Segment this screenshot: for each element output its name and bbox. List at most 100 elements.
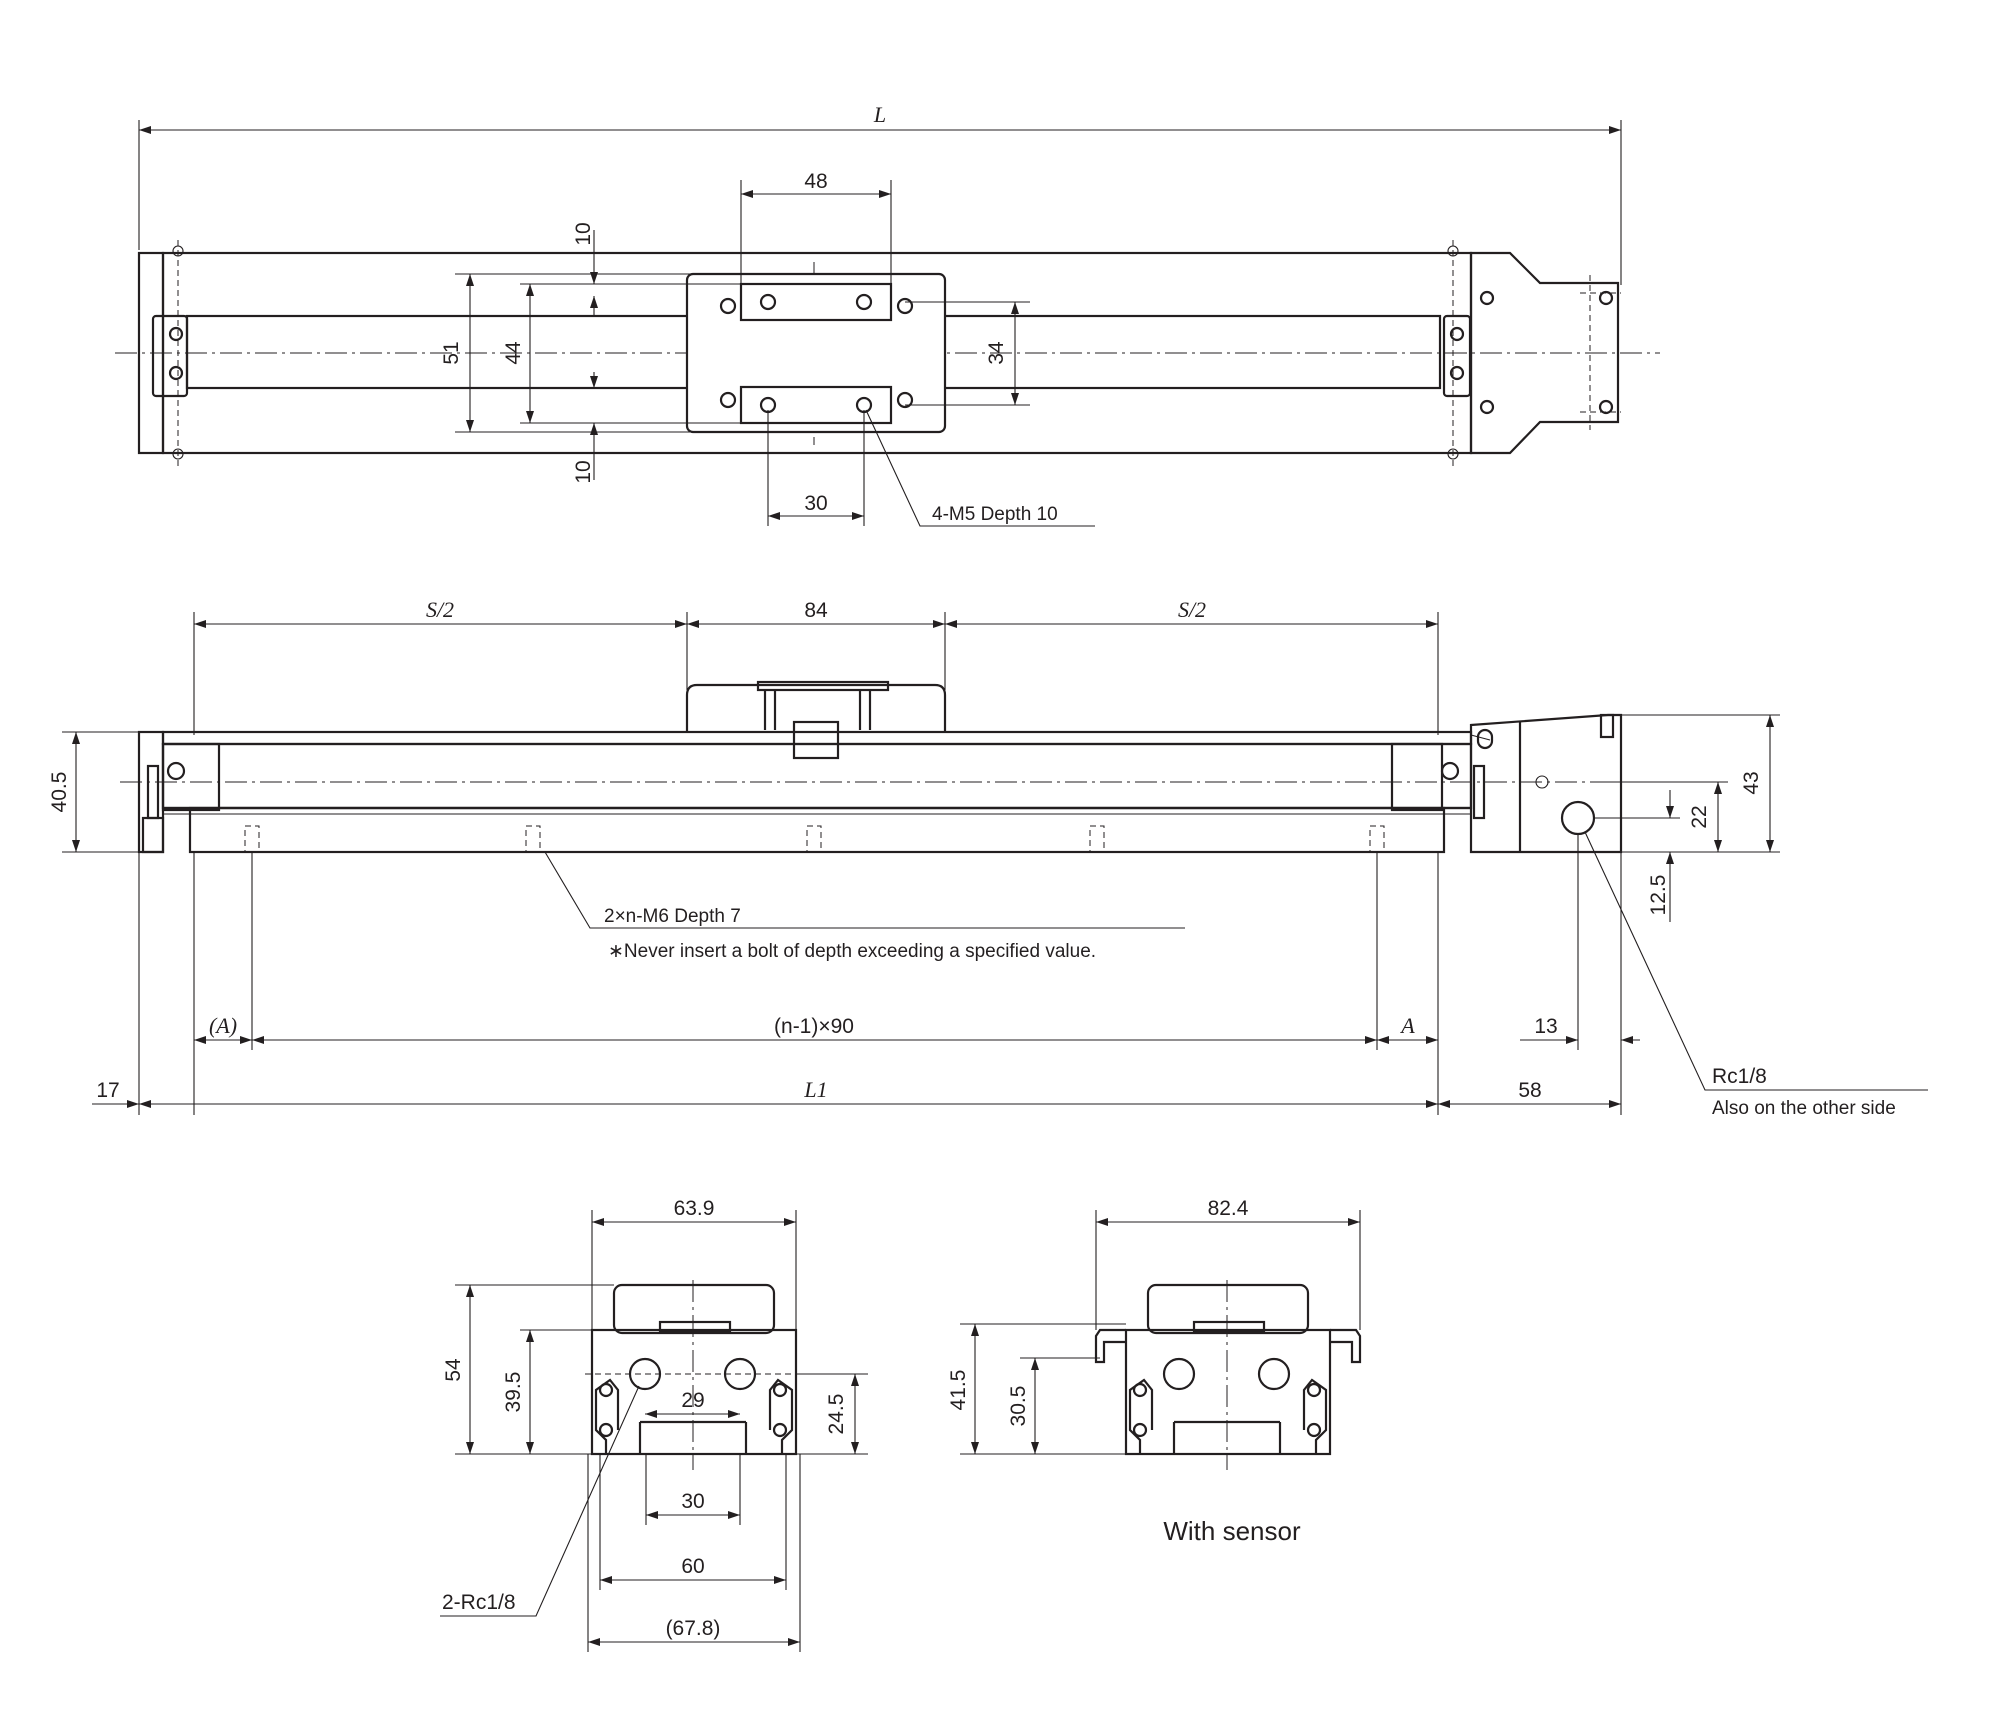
dim-inner-width: 44 bbox=[502, 341, 525, 365]
screw-head bbox=[598, 1422, 614, 1438]
mount-holes bbox=[244, 825, 1385, 853]
dim-end-total-height: 54 bbox=[442, 1358, 465, 1382]
screw-head bbox=[896, 391, 914, 409]
screw-head bbox=[1479, 399, 1495, 415]
top-plate bbox=[658, 1320, 732, 1334]
end-view: 63.9 54 39.5 29 24.5 30 60 (67.8) 2 bbox=[440, 1197, 868, 1652]
screw-head bbox=[772, 1382, 788, 1398]
dim-end-margin-right: A bbox=[1399, 1013, 1415, 1038]
table-end bbox=[1146, 1283, 1310, 1335]
side-bracket bbox=[1472, 764, 1486, 820]
dim-rail-width: 51 bbox=[440, 341, 463, 364]
screw-head bbox=[1598, 290, 1614, 306]
screw-head bbox=[1598, 399, 1614, 415]
dim-sensor-mount-height: 30.5 bbox=[1007, 1386, 1030, 1427]
slide-table-top bbox=[685, 272, 947, 434]
screw-head bbox=[896, 297, 914, 315]
mount-hole bbox=[244, 825, 260, 853]
screw-head bbox=[168, 365, 184, 381]
body-end bbox=[1124, 1328, 1332, 1456]
dim-body-length: L1 bbox=[803, 1077, 827, 1102]
mount-hole bbox=[1369, 825, 1385, 853]
screw-head bbox=[168, 326, 184, 342]
dim-length-label: L bbox=[873, 102, 886, 127]
dim-end-table-width: 63.9 bbox=[674, 1197, 715, 1220]
table-bracket bbox=[792, 720, 840, 760]
sensor-caption: With sensor bbox=[1163, 1516, 1301, 1546]
dim-port-offset: 12.5 bbox=[1647, 875, 1670, 916]
leader-line bbox=[544, 851, 1185, 929]
end-block-left bbox=[151, 314, 189, 398]
body-end bbox=[590, 1328, 798, 1456]
top-cover bbox=[161, 730, 1473, 746]
sensor-left bbox=[1094, 1328, 1126, 1364]
table-plate-side bbox=[756, 680, 890, 692]
side-bracket bbox=[146, 764, 160, 820]
dim-sensor-height: 41.5 bbox=[947, 1370, 970, 1411]
dim-gap-lower: 10 bbox=[572, 460, 595, 483]
screw-head bbox=[1449, 365, 1465, 381]
corner-screw bbox=[1447, 448, 1459, 460]
screw-head bbox=[1132, 1382, 1148, 1398]
dim-port-height: 22 bbox=[1688, 805, 1711, 828]
dim-end-margin-left: (A) bbox=[209, 1013, 237, 1038]
dim-end-port-height: 24.5 bbox=[825, 1394, 848, 1435]
side-view: S/2 84 S/2 bbox=[48, 597, 1928, 1119]
screw-head bbox=[166, 761, 186, 781]
port-left bbox=[1162, 1357, 1196, 1391]
side-foot-left bbox=[1128, 1378, 1154, 1454]
dim-sensor-overall-width: 82.4 bbox=[1208, 1197, 1249, 1220]
tap-hole bbox=[855, 293, 873, 311]
dim-end-body-height: 39.5 bbox=[502, 1372, 525, 1413]
sensor-view: 82.4 41.5 30.5 With sensor bbox=[947, 1197, 1362, 1546]
dim-mount-pitch: (n-1)×90 bbox=[774, 1015, 854, 1038]
base-section bbox=[188, 806, 1446, 854]
dim-stroke-half-left: S/2 bbox=[426, 597, 454, 622]
dim-stroke-half-right: S/2 bbox=[1178, 597, 1206, 622]
dim-height-right: 43 bbox=[1740, 771, 1763, 794]
dim-table-length: 84 bbox=[804, 599, 828, 622]
dim-port-spacing: 29 bbox=[681, 1389, 704, 1412]
top-plate bbox=[1192, 1320, 1266, 1334]
callout-mount-holes: 2×n-M6 Depth 7 bbox=[604, 906, 741, 927]
top-view: L bbox=[115, 102, 1660, 527]
port-note: Also on the other side bbox=[1712, 1098, 1896, 1119]
screw-head bbox=[719, 297, 737, 315]
motor-housing bbox=[1469, 251, 1620, 455]
table-plate bbox=[739, 282, 893, 322]
dim-table-hole-pitch-y: 34 bbox=[985, 341, 1008, 365]
side-foot-right bbox=[768, 1378, 794, 1454]
actuator-body-side bbox=[161, 742, 1473, 810]
end-block-side-right bbox=[1390, 742, 1444, 812]
mount-warning-note: ∗Never insert a bolt of depth exceeding … bbox=[608, 941, 1096, 962]
cable-gland bbox=[1476, 728, 1494, 750]
leader-line bbox=[1584, 831, 1928, 1091]
leader-line bbox=[865, 409, 1095, 527]
motor-tab bbox=[1599, 713, 1615, 739]
dim-height-left: 40.5 bbox=[48, 772, 71, 813]
dim-mount-width-inner: 30 bbox=[681, 1490, 704, 1513]
sensor-right bbox=[1330, 1328, 1362, 1364]
screw-head bbox=[1479, 290, 1495, 306]
dim-left-end: 17 bbox=[96, 1079, 119, 1102]
port-right bbox=[1257, 1357, 1291, 1391]
dim-gap-upper: 10 bbox=[572, 222, 595, 245]
dim-overall-width: (67.8) bbox=[666, 1617, 721, 1640]
tap-hole bbox=[759, 293, 777, 311]
mount-hole bbox=[806, 825, 822, 853]
dim-table-hole-pitch-lower: 30 bbox=[804, 492, 827, 515]
table-plate bbox=[739, 385, 893, 425]
foot-left bbox=[141, 816, 165, 854]
screw-head bbox=[719, 391, 737, 409]
screw-head bbox=[772, 1422, 788, 1438]
callout-table-holes: 4-M5 Depth 10 bbox=[932, 504, 1058, 525]
end-block-side-left bbox=[161, 742, 221, 812]
screw-head bbox=[1306, 1422, 1322, 1438]
mount-hole bbox=[525, 825, 541, 853]
screw-head bbox=[1306, 1382, 1322, 1398]
slide-table-side bbox=[685, 683, 947, 732]
dim-mount-width: 60 bbox=[681, 1555, 704, 1578]
callout-end-ports: 2-Rc1/8 bbox=[442, 1591, 516, 1614]
callout-port: Rc1/8 bbox=[1712, 1065, 1767, 1088]
